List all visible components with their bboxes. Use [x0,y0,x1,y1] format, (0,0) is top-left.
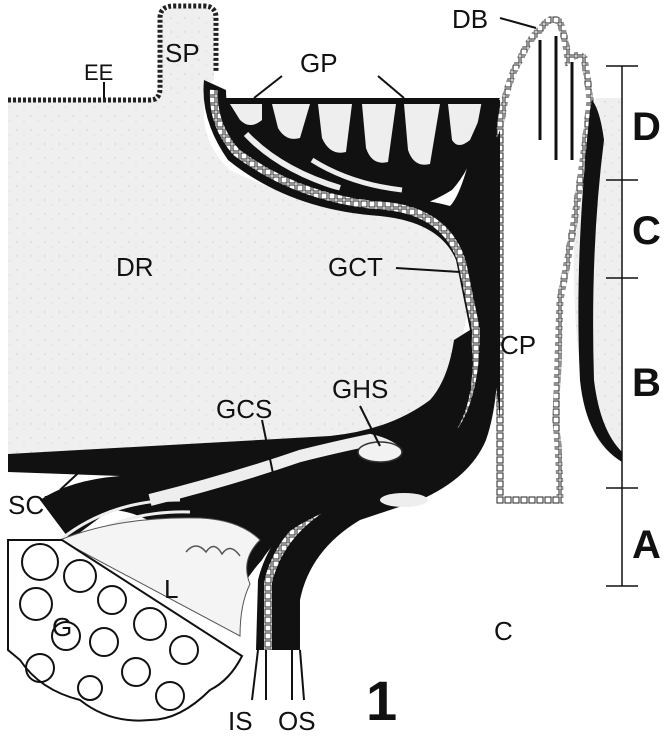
label-gp: GP [300,48,338,78]
label-gct: GCT [328,252,383,282]
zone-label-d: D [632,105,661,149]
label-g: G [52,612,72,642]
figure-number: 1 [366,669,397,732]
label-is: IS [228,706,253,736]
label-ee: EE [84,60,113,85]
zone-label-b: B [632,361,661,405]
label-sct: SCT [8,490,60,520]
label-sp: SP [165,38,200,68]
label-os: OS [278,706,316,736]
side-lumen [380,493,428,507]
label-dr: DR [116,252,154,282]
label-c-inner: C [494,616,513,646]
zone-label-a: A [632,523,661,567]
label-cp: CP [500,330,536,360]
label-ghs: GHS [332,374,388,404]
zone-label-c: C [632,209,661,253]
label-gcs: GCS [216,394,272,424]
label-db: DB [452,4,488,34]
label-l: L [164,574,178,604]
